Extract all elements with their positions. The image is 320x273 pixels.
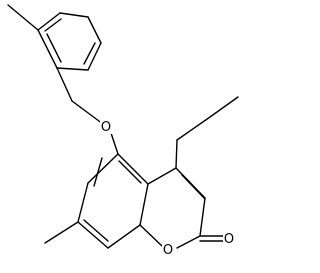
propyl-bond — [175, 139, 178, 169]
ring-oxygen-label: O — [163, 243, 173, 258]
propyl-bond — [209, 96, 239, 118]
tolyl-methyl-bond — [7, 4, 39, 31]
benzyl-ch2-bond — [56, 67, 73, 102]
ether-oxygen-label: O — [101, 120, 111, 135]
aromatic-inner-bond — [83, 219, 109, 242]
ch2-to-oxygen-bond — [71, 100, 104, 125]
chemical-structure-diagram: O O O — [7, 4, 239, 258]
aromatic-inner-bond — [93, 157, 103, 187]
aromatic-inner-bond — [44, 18, 62, 32]
carbonyl-oxygen-atom: O — [223, 231, 235, 247]
tolyl-ring — [37, 12, 102, 71]
bond — [199, 197, 206, 237]
aromatic-inner-bond — [46, 33, 62, 63]
bond — [139, 224, 163, 247]
coumarin-benzo-ring — [77, 153, 149, 249]
bond — [87, 153, 119, 184]
aryl-methyl-bond — [44, 221, 79, 244]
bond — [37, 29, 58, 69]
bond — [37, 12, 61, 31]
bond — [139, 183, 149, 226]
bond — [176, 235, 201, 249]
carbonyl-oxygen-label: O — [224, 232, 234, 247]
bond — [56, 67, 89, 71]
bond — [77, 221, 109, 249]
bond — [87, 42, 102, 71]
bond — [117, 153, 149, 185]
bond — [107, 224, 141, 249]
ether-oxygen-atom: O — [100, 119, 112, 135]
propyl-bond — [176, 116, 211, 141]
aromatic-inner-bond — [83, 42, 96, 65]
bond — [147, 167, 177, 185]
bond — [59, 12, 89, 18]
aromatic-inner-bond — [118, 160, 142, 184]
bond — [87, 16, 102, 44]
bond — [181, 174, 206, 200]
ring-oxygen-atom: O — [162, 242, 174, 258]
bond — [77, 182, 89, 223]
pyranone-ring — [139, 167, 206, 249]
